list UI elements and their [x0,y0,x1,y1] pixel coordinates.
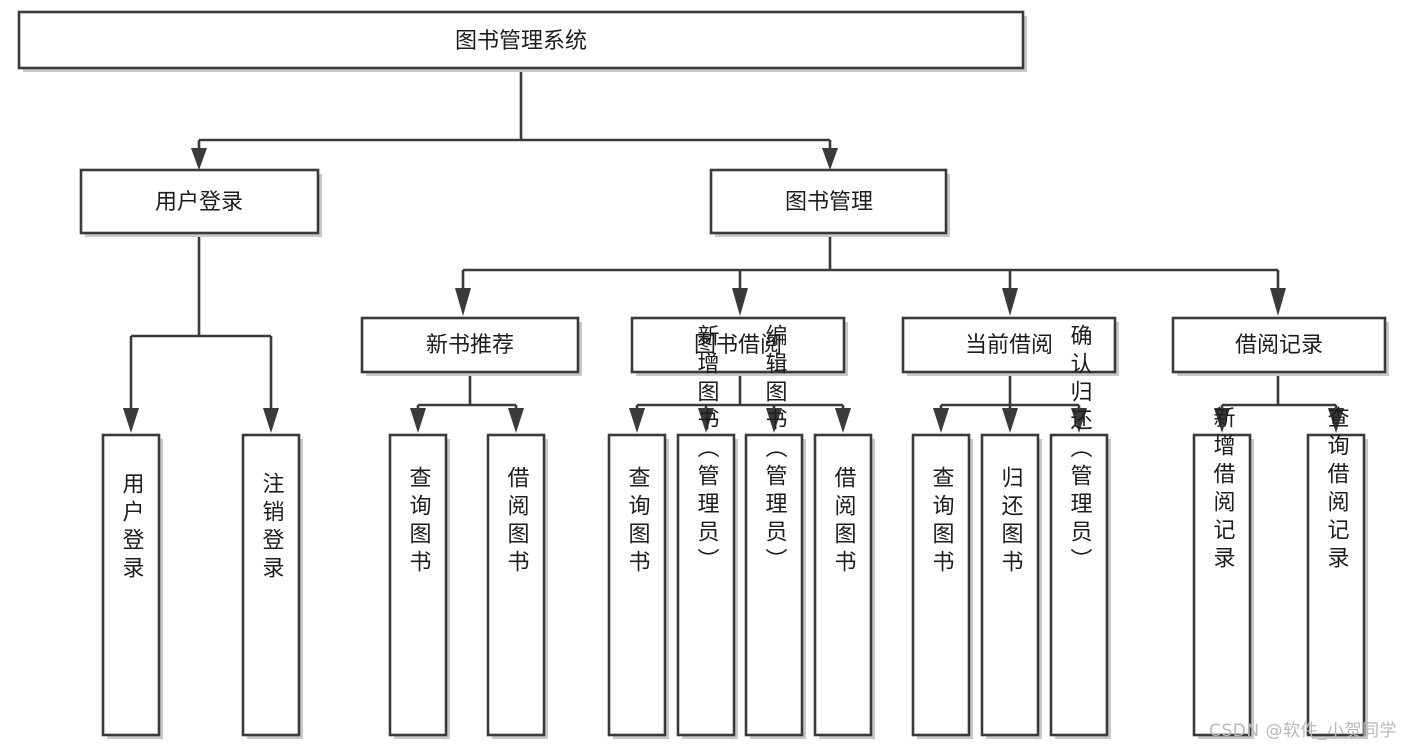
arrow-newbook-leaf-1 [410,408,426,433]
leaf-borrow-book-1-label: 借阅图书 [504,466,530,578]
leaf-add-book[interactable]: 新增图书（管理员） [676,324,738,739]
node-user-login[interactable]: 用户登录 [79,168,322,237]
node-book-manage-box [709,168,948,235]
arrow-userlogin-leaf-1 [123,408,139,433]
leaf-query-record-box [1306,433,1366,737]
leaf-return-book-box [980,433,1040,737]
arrow-currentborrow-leaf-2 [1002,408,1018,433]
leaf-user-logout-label: 注销登录 [259,472,285,584]
node-current-borrow[interactable]: 当前借阅 [901,316,1119,376]
leaf-query-book-3-box [911,433,971,737]
leaf-borrow-book-2-box [813,433,873,737]
leaf-add-record[interactable]: 新增借阅记录 [1192,406,1254,739]
leaf-borrow-book-1-box [486,433,546,737]
leaf-borrow-book-1[interactable]: 借阅图书 [486,433,548,739]
node-book-manage[interactable]: 图书管理 [709,168,950,237]
leaf-query-record[interactable]: 查询借阅记录 [1306,406,1368,739]
leaf-user-login-box [101,433,161,737]
arrow-bookmanage-child-3 [1002,288,1018,316]
leaf-query-book-3[interactable]: 查询图书 [911,433,973,739]
arrow-root-to-user-login [191,148,207,170]
leaf-add-record-label: 新增借阅记录 [1210,406,1236,574]
node-root[interactable]: 图书管理系统 [17,10,1027,72]
node-book-manage-label: 图书管理 [785,190,873,215]
arrow-currentborrow-leaf-1 [933,408,949,433]
leaf-query-book-1-box [388,433,448,737]
leaf-borrow-book-2-label: 借阅图书 [831,466,857,578]
node-borrow-record-box [1171,316,1387,374]
leaf-add-record-box [1192,433,1252,737]
leaf-return-book[interactable]: 归还图书 [980,433,1042,739]
arrow-bookborrow-leaf-2 [698,408,714,433]
node-root-box [17,10,1025,70]
node-user-login-label: 用户登录 [155,190,243,215]
connectors-group [123,70,1344,433]
leaf-confirm-return-label: 确认归还（管理员） [1067,324,1093,576]
node-new-book-recommend[interactable]: 新书推荐 [360,316,582,376]
arrow-bookborrow-leaf-4 [835,408,851,433]
node-new-book-recommend-label: 新书推荐 [426,333,514,358]
leaf-user-login[interactable]: 用户登录 [101,433,163,739]
leaf-query-book-1-label: 查询图书 [406,466,432,578]
leaf-confirm-return[interactable]: 确认归还（管理员） [1049,324,1111,739]
leaf-add-book-box [676,433,736,737]
leaf-add-book-label: 新增图书（管理员） [694,324,720,576]
leaf-return-book-label: 归还图书 [998,466,1024,578]
leaf-edit-book-box [744,433,804,737]
arrow-borrowrecord-leaf-2 [1328,408,1344,433]
leaf-borrow-book-2[interactable]: 借阅图书 [813,433,875,739]
arrow-bookmanage-child-4 [1270,288,1286,316]
node-book-borrow-box [630,316,846,374]
leaf-confirm-return-box [1049,433,1109,737]
leaf-user-logout[interactable]: 注销登录 [241,433,303,739]
arrow-bookmanage-child-2 [732,288,748,316]
arrow-bookborrow-leaf-1 [629,408,645,433]
node-book-borrow[interactable]: 图书借阅 [630,316,848,376]
leaf-query-record-label: 查询借阅记录 [1324,406,1350,574]
arrow-bookmanage-child-1 [455,288,471,316]
arrow-bookborrow-leaf-3 [766,408,782,433]
leaf-query-book-1[interactable]: 查询图书 [388,433,450,739]
node-root-label: 图书管理系统 [455,29,587,54]
node-new-book-recommend-box [360,316,580,374]
leaf-user-login-label: 用户登录 [119,472,145,584]
leaf-query-book-2-label: 查询图书 [625,466,651,578]
leaf-edit-book[interactable]: 编辑图书（管理员） [744,324,806,739]
arrow-userlogin-leaf-2 [263,408,279,433]
arrow-currentborrow-leaf-3 [1071,408,1087,433]
arrow-root-to-book-manage [822,148,838,170]
node-book-borrow-label: 图书借阅 [694,333,782,358]
leaf-query-book-2[interactable]: 查询图书 [607,433,669,739]
leaf-user-logout-box [241,433,301,737]
node-borrow-record-label: 借阅记录 [1235,333,1323,358]
leaf-query-book-2-box [607,433,667,737]
node-current-borrow-label: 当前借阅 [965,333,1053,358]
node-borrow-record[interactable]: 借阅记录 [1171,316,1389,376]
arrow-newbook-leaf-2 [508,408,524,433]
leaf-edit-book-label: 编辑图书（管理员） [762,324,788,576]
node-user-login-box [79,168,320,235]
leaf-query-book-3-label: 查询图书 [929,466,955,578]
arrow-borrowrecord-leaf-1 [1214,408,1230,433]
node-current-borrow-box [901,316,1117,374]
